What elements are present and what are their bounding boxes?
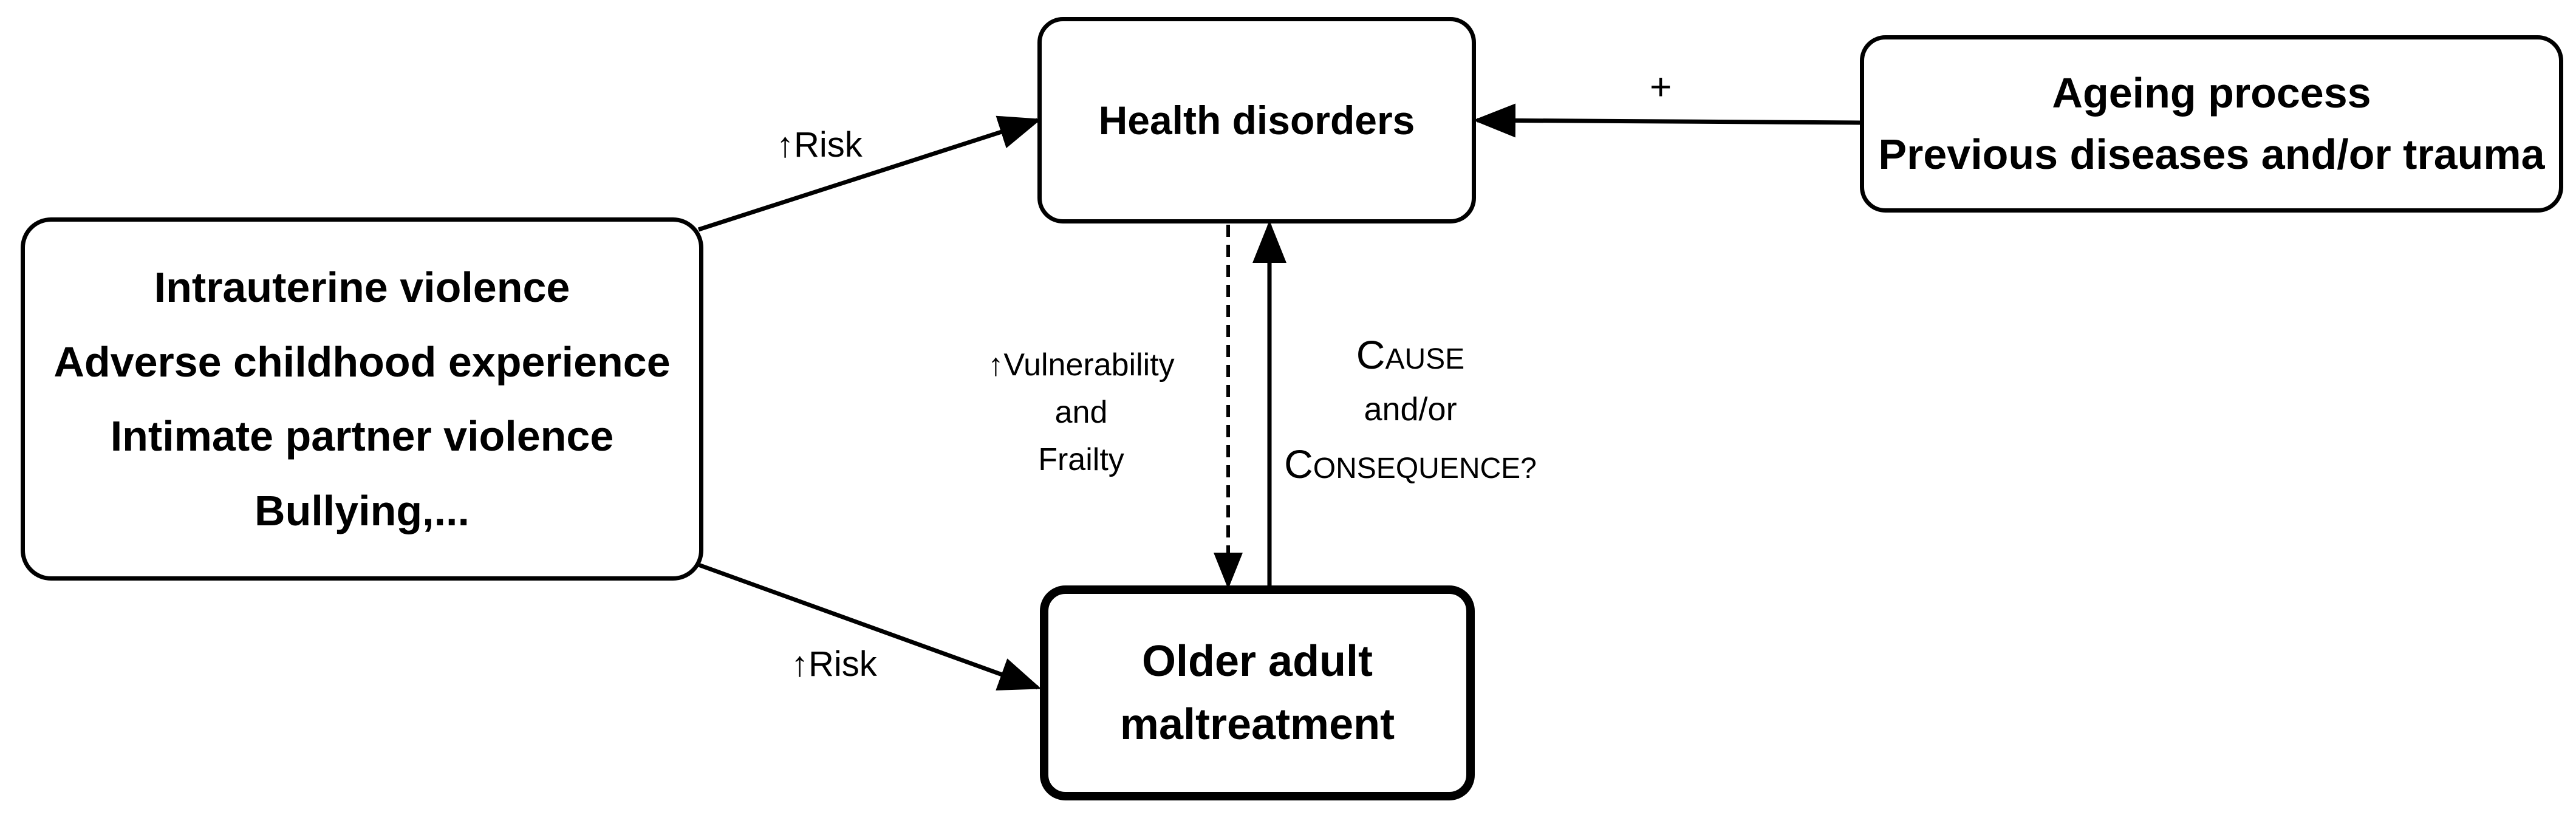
vulnerability-line-1: ↑Vulnerability	[988, 347, 1175, 383]
cause-consequence-label: CAUSE and/or CONSEQUENCE?	[1271, 325, 1550, 494]
arrow-risk-to-maltreatment	[697, 562, 1042, 691]
vulnerability-label: ↑Vulnerability and Frailty	[948, 341, 1215, 483]
adversity-line-1: Intrauterine violence	[154, 264, 570, 311]
older-adult-line-1: Older adult	[1141, 636, 1373, 686]
vulnerability-line-3: Frailty	[1038, 442, 1124, 477]
arrow-ageing-to-health	[1473, 103, 1860, 138]
ageing-box: Ageing process Previous diseases and/or …	[1860, 35, 2563, 213]
risk-label-top: ↑Risk	[776, 125, 863, 165]
cause-rest: AUSE	[1385, 343, 1465, 375]
cause-initial: C	[1356, 332, 1385, 377]
cause-line: CAUSE	[1271, 325, 1550, 385]
plus-label: +	[1650, 66, 1672, 108]
older-adult-maltreatment-box: Older adult maltreatment	[1040, 585, 1475, 800]
risk-label-bottom: ↑Risk	[791, 644, 877, 684]
arrow-risk-to-health	[697, 115, 1042, 232]
health-disorders-box: Health disorders	[1037, 17, 1476, 223]
ageing-line-1: Ageing process	[2052, 69, 2371, 117]
adversity-line-4: Bullying,...	[255, 486, 470, 534]
health-disorders-label: Health disorders	[1098, 97, 1415, 143]
adversity-box: Intrauterine violence Adverse childhood …	[21, 217, 703, 581]
adversity-line-3: Intimate partner violence	[110, 412, 614, 460]
adversity-line-2: Adverse childhood experience	[53, 338, 671, 386]
ageing-line-2: Previous diseases and/or trauma	[1878, 131, 2545, 178]
consequence-line: CONSEQUENCE?	[1271, 434, 1550, 494]
consequence-rest: ONSEQUENCE?	[1313, 452, 1537, 485]
vulnerability-line-2: and	[1054, 395, 1108, 430]
older-adult-line-2: maltreatment	[1119, 700, 1395, 749]
consequence-initial: C	[1284, 442, 1313, 486]
and-or-line: and/or	[1364, 391, 1457, 428]
